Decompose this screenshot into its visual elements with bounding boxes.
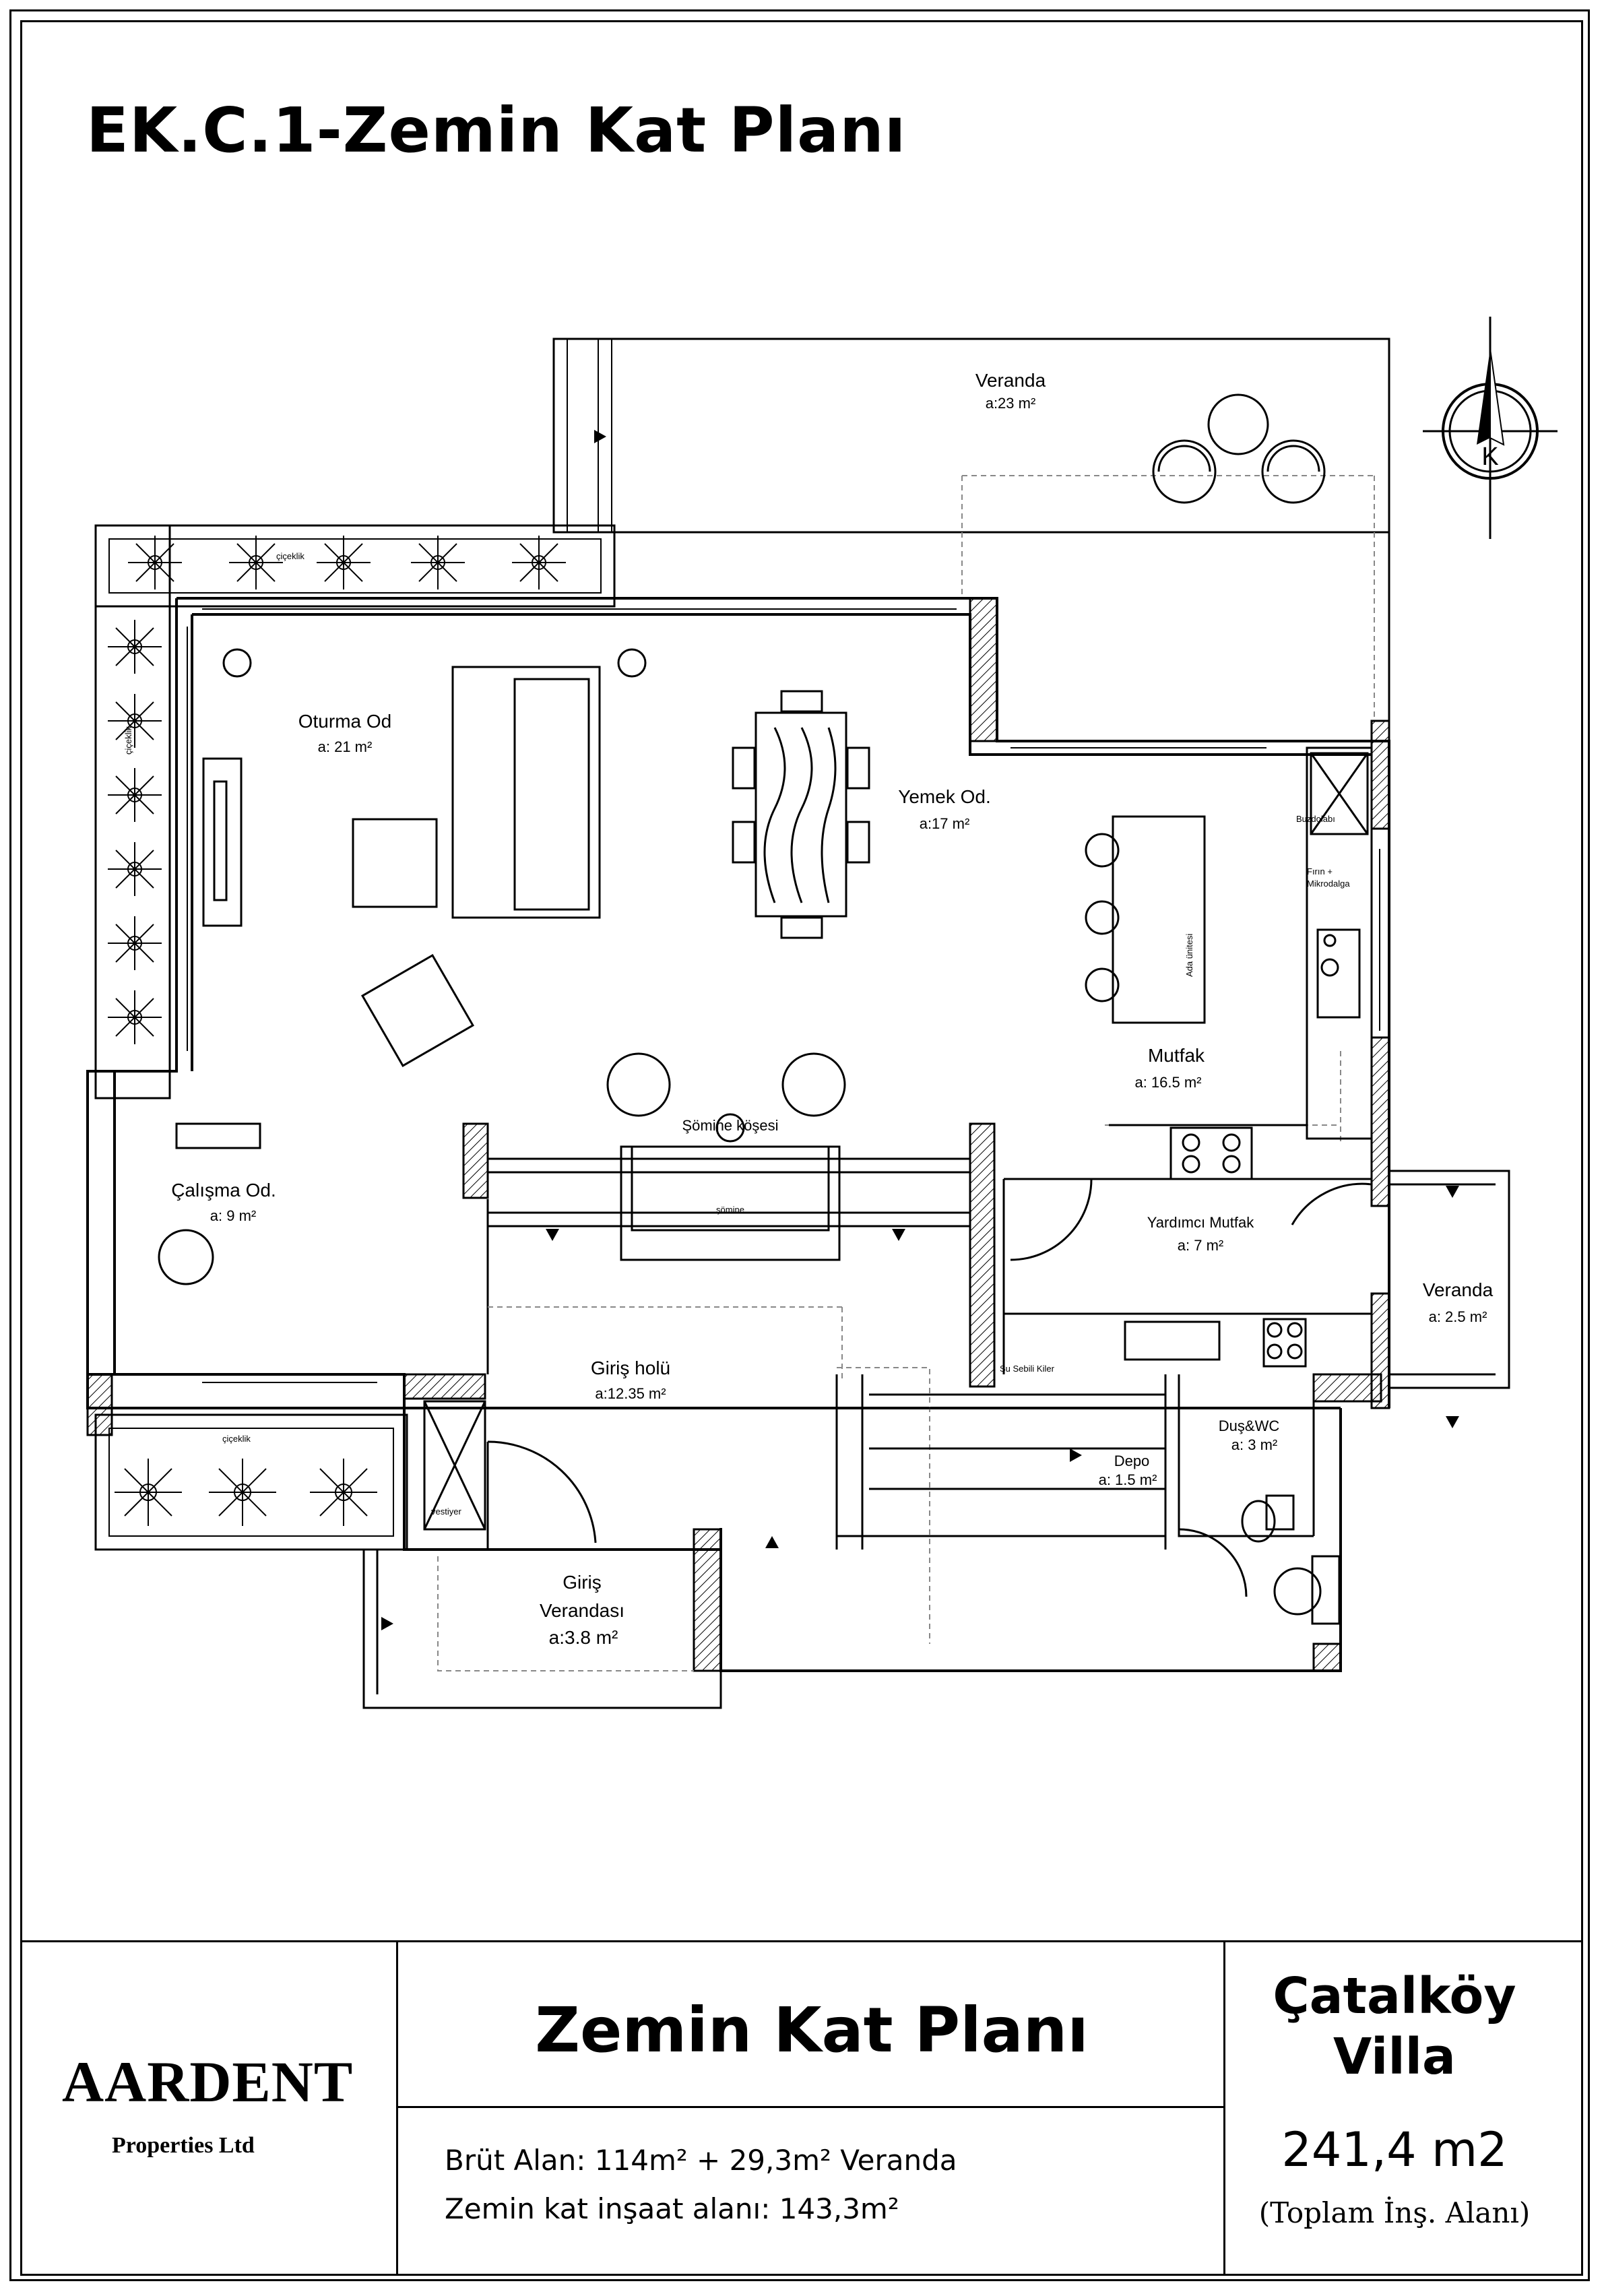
total-area-note: (Toplam İnş. Alanı) [1258,2196,1531,2229]
total-area: 241,4 m2 [1281,2122,1508,2177]
vestiyer-label: vestiyer [431,1506,461,1517]
giris-verandasi-area: a:3.8 m² [549,1627,618,1648]
sheet-outer-frame [9,9,1590,2281]
title-block-divider-2 [1223,1940,1225,2276]
su-sebili-label: Su Sebili Kiler [1000,1364,1055,1374]
veranda-east-area: a: 2.5 m² [1429,1308,1487,1325]
oturma-area: a: 21 m² [318,738,373,755]
entry-details [423,1374,1341,1625]
yardimci-mutfak-area: a: 7 m² [1178,1237,1223,1254]
giris-holu-area: a:12.35 m² [595,1385,666,1402]
windows [187,608,1380,1383]
floor-plan-drawing: K çiçeklik çiçeklik çiçeklik [86,317,1558,1709]
veranda-table-set [1152,393,1326,504]
north-arrow: K [1423,317,1558,539]
door-arrows [381,430,1459,1630]
calisma-name: Çalışma Od. [171,1180,276,1201]
title-block-divider-1 [396,1940,398,2276]
flower-bed-south: çiçeklik [94,1413,408,1551]
room-labels: Veranda a:23 m² Oturma Od a: 21 m² Yemek… [171,370,1493,1648]
company-logo: AARDENT [62,2049,354,2114]
dus-wc-area: a: 3 m² [1231,1436,1277,1453]
title-block-divider-3 [396,2106,1225,2108]
company-sub: Properties Ltd [112,2133,255,2158]
project-name-line-1: Çatalköy [1273,1967,1516,2025]
veranda-north-area: a:23 m² [986,395,1036,412]
cicek-label-2: çiçeklik [123,726,133,755]
depo-area: a: 1.5 m² [1099,1471,1157,1488]
info-line-2: Zemin kat inşaat alanı: 143,3m² [445,2192,899,2225]
giris-verandasi-name-2: Verandası [540,1600,624,1621]
cicek-label-3: çiçeklik [222,1434,251,1444]
project-name: Çatalköy Villa [1226,1966,1563,2088]
depo-name: Depo [1114,1453,1150,1469]
sheet-inner-frame [20,20,1583,2276]
flower-bed-north: çiçeklik çiçeklik [94,524,616,1099]
info-line-1: Brüt Alan: 114m² + 29,3m² Veranda [445,2144,957,2177]
cicek-label-1: çiçeklik [276,551,304,561]
dus-wc-name: Duş&WC [1219,1417,1280,1434]
somine-label: şömine [716,1205,744,1215]
fireplace-area [488,1113,970,1261]
firin-label-1: Fırın + [1307,866,1333,876]
calisma-area: a: 9 m² [210,1207,256,1224]
somine-kosesi-name: Şömine köşesi [682,1117,778,1134]
kitchen-units [1002,746,1373,1374]
sheet-title: EK.C.1-Zemin Kat Planı [86,94,907,166]
yemek-name: Yemek Od. [898,786,990,807]
yemek-area: a:17 m² [920,815,970,832]
dining-table [732,690,870,939]
giris-verandasi-name-1: Giriş [563,1572,602,1593]
mutfak-area: a: 16.5 m² [1134,1074,1201,1091]
giris-holu-name: Giriş holü [591,1358,670,1378]
buzdolabi-label: Buzdolabı [1296,814,1335,824]
oturma-name: Oturma Od [298,711,391,732]
ada-unitesi-label: Ada ünitesi [1184,934,1194,977]
interior-walls [362,1170,1510,1709]
project-name-line-2: Villa [1333,2028,1456,2086]
mutfak-name: Mutfak [1148,1045,1205,1066]
yardimci-mutfak-name: Yardımcı Mutfak [1147,1214,1255,1231]
veranda-east-name: Veranda [1423,1279,1494,1300]
north-arrow-letter: K [1481,443,1498,471]
title-block-top-line [20,1940,1583,1942]
drawing-title: Zemin Kat Planı [535,1994,1089,2066]
firin-label-2: Mikrodalga [1307,879,1350,889]
structural-columns [86,597,1390,1672]
living-furniture [158,648,846,1285]
fixture-labels: Buzdolabı Fırın + Mikrodalga Ada ünitesi… [431,814,1350,1517]
veranda-north-name: Veranda [975,370,1046,391]
